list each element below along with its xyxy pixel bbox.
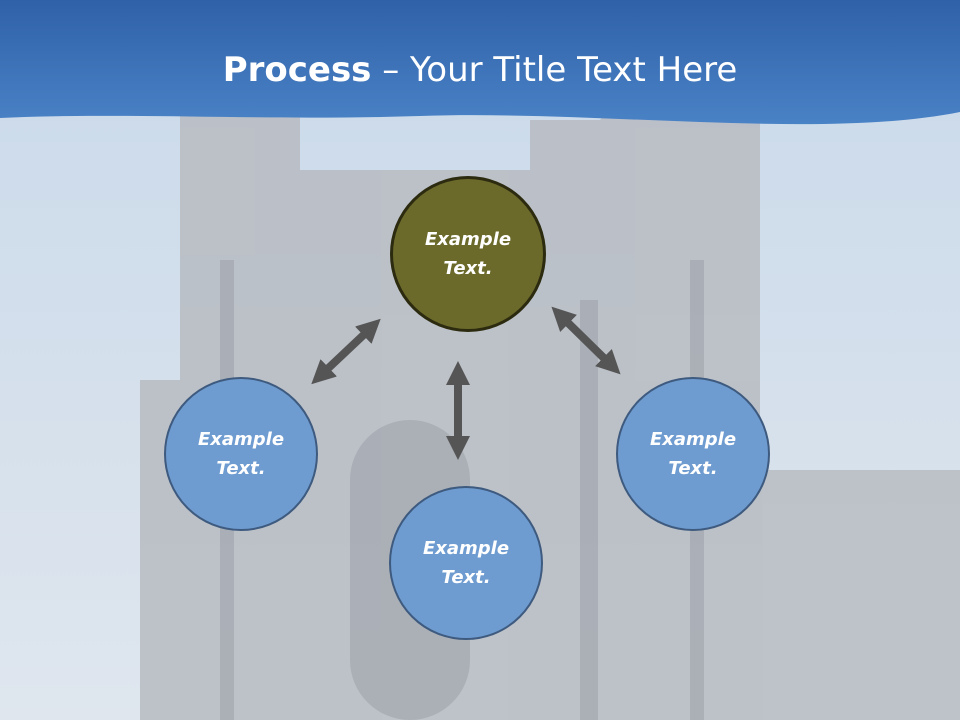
bottom-circle[interactable]: Example Text. [389,486,543,640]
title-bold: Process [222,50,372,90]
right-circle[interactable]: Example Text. [616,377,770,531]
left-circle[interactable]: Example Text. [164,377,318,531]
arrow-hub-left [311,318,381,385]
slide-title: Process – Your Title Text Here [0,50,960,90]
title-rest: – Your Title Text Here [371,50,738,90]
right-label: Example Text. [649,429,737,479]
bottom-label: Example Text. [422,538,510,588]
hub-circle[interactable]: Example Text. [390,176,546,332]
left-label: Example Text. [197,429,285,479]
hub-label: Example Text. [424,229,512,279]
title-banner [0,0,960,125]
arrow-hub-right [551,306,621,375]
